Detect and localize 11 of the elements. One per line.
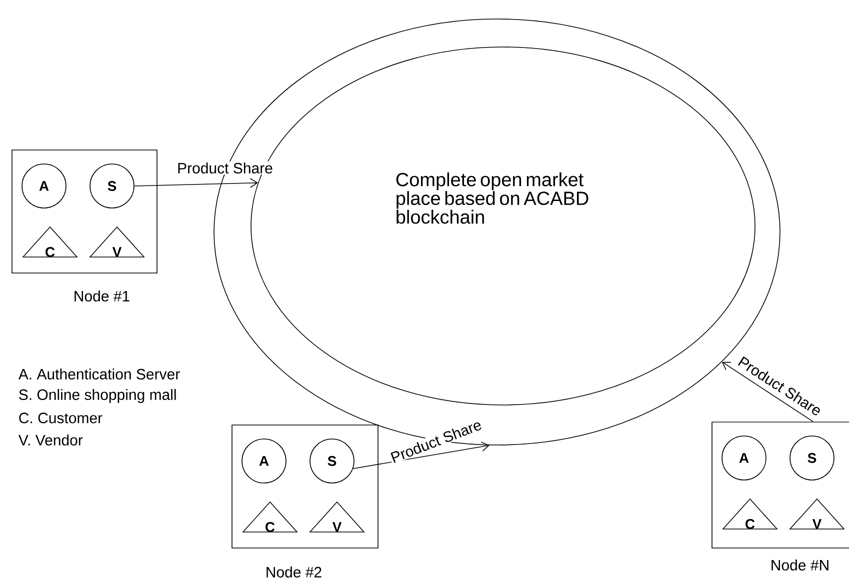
node-label: Node #2 [266, 566, 322, 578]
legend-text: S. Online shopping mall [19, 389, 176, 403]
legend-text: C. Customer [19, 412, 102, 424]
arrow [352, 442, 490, 470]
arrow [722, 362, 814, 422]
legend-text: V. Vendor [18, 434, 83, 446]
node-label: Node #1 [74, 290, 130, 302]
node-label: Node #N [772, 559, 828, 570]
edge-label: Product Share [176, 161, 274, 174]
arrow [134, 178, 258, 188]
legend-text: A. Authentication Server [18, 368, 180, 380]
